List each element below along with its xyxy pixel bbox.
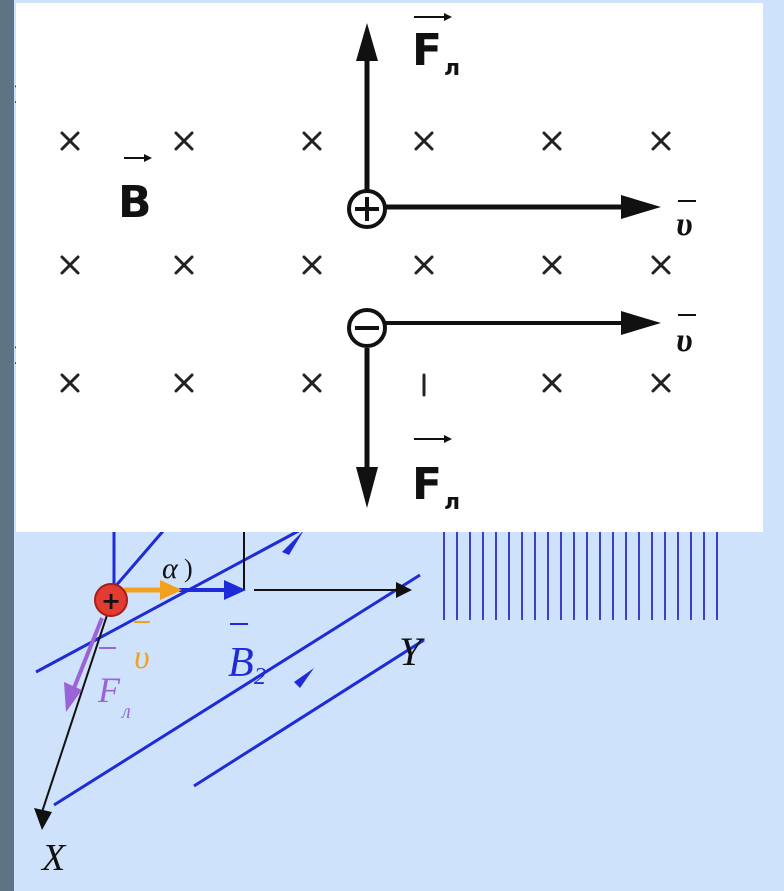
velocity-label: υ xyxy=(134,639,150,676)
force-arrowhead xyxy=(64,682,82,712)
bottom-diagram: + α ) υ F л B 2 Y X xyxy=(34,526,718,879)
field-line-arrow xyxy=(294,668,314,688)
force-up-label: F xyxy=(412,25,442,76)
force-up-subscript: л xyxy=(444,56,460,81)
force-down-label: F xyxy=(412,459,442,510)
field-cross-stroke xyxy=(302,131,322,151)
angle-line xyxy=(112,529,166,589)
top-diagram-panel: B F л υ υ F л xyxy=(16,3,763,532)
field-cross-stroke xyxy=(60,373,80,393)
b2-subscript: 2 xyxy=(254,664,266,690)
field-cross-stroke xyxy=(414,255,434,275)
positive-charge xyxy=(94,583,128,617)
top-diagram: B F л υ υ F л xyxy=(60,13,696,515)
field-cross-stroke xyxy=(651,131,671,151)
velocity-top-arrowhead xyxy=(621,195,661,219)
force-up-label-arrowhead xyxy=(444,13,452,21)
force-up-arrowhead xyxy=(356,23,378,61)
field-cross-stroke xyxy=(651,373,671,393)
field-cross-stroke xyxy=(542,373,562,393)
field-cross-stroke xyxy=(174,373,194,393)
field-lines xyxy=(35,526,425,807)
field-b-label-arrowhead xyxy=(144,154,152,162)
field-crosses xyxy=(60,131,671,397)
field-hatching xyxy=(443,532,718,620)
velocity-top-label: υ xyxy=(676,206,693,243)
force-vector xyxy=(72,617,104,689)
field-cross-stroke xyxy=(542,131,562,151)
b2-arrowhead xyxy=(224,580,246,600)
force-down-subscript: л xyxy=(444,490,460,515)
field-cross-stroke xyxy=(414,131,434,151)
field-b-label: B xyxy=(118,177,152,228)
positive-sign: + xyxy=(101,587,121,615)
x-axis-label: X xyxy=(40,837,67,879)
y-axis-arrow xyxy=(396,582,412,598)
b2-label: B xyxy=(228,640,254,686)
alpha-label: α xyxy=(162,552,179,585)
field-cross-stroke xyxy=(60,131,80,151)
force-down-label-arrowhead xyxy=(444,435,452,443)
field-line-arrow xyxy=(282,530,304,555)
alpha-paren: ) xyxy=(184,554,193,583)
field-cross-stroke xyxy=(174,131,194,151)
velocity-bottom-arrowhead xyxy=(621,311,661,335)
field-cross-stroke xyxy=(302,373,322,393)
x-axis xyxy=(41,599,113,813)
x-axis-arrow xyxy=(34,808,52,830)
velocity-bottom-label: υ xyxy=(676,322,693,359)
y-axis-label: Y xyxy=(399,629,425,674)
force-down-arrowhead xyxy=(356,467,378,508)
velocity-arrowhead xyxy=(160,580,182,600)
field-cross-stroke xyxy=(302,255,322,275)
field-cross-stroke xyxy=(651,255,671,275)
field-cross-stroke xyxy=(60,255,80,275)
field-cross-stroke xyxy=(542,255,562,275)
force-subscript: л xyxy=(121,701,131,723)
field-cross-stroke xyxy=(174,255,194,275)
force-label: F xyxy=(97,670,121,710)
